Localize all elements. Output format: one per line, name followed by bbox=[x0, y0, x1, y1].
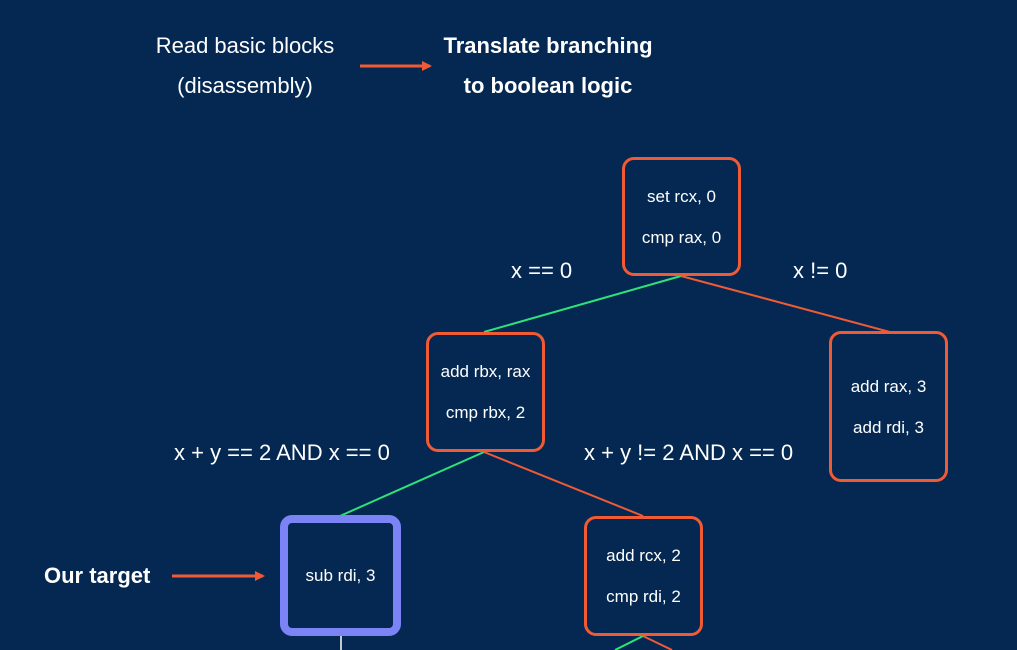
edge-root-to-right bbox=[680, 275, 891, 333]
block-lower-right: add rcx, 2 cmp rdi, 2 bbox=[584, 516, 703, 636]
block-lower-right-line-1: add rcx, 2 bbox=[606, 546, 681, 565]
header-step-1: Read basic blocks (disassembly) bbox=[120, 26, 370, 106]
target-label: Our target bbox=[44, 563, 151, 588]
header-step-1-line-1: Read basic blocks bbox=[155, 33, 335, 58]
block-left-line-1: add rbx, rax bbox=[440, 362, 531, 381]
condition-left-left: x + y == 2 AND x == 0 bbox=[174, 440, 390, 465]
block-root-line-2: cmp rax, 0 bbox=[641, 227, 722, 247]
block-right-line-1: add rax, 3 bbox=[850, 376, 927, 396]
edge-root-to-left bbox=[483, 275, 682, 333]
block-lower-right-line-2: cmp rdi, 2 bbox=[606, 587, 681, 606]
block-target-line-1: sub rdi, 3 bbox=[305, 566, 376, 585]
block-target: sub rdi, 3 bbox=[280, 515, 401, 636]
block-right: add rax, 3 add rdi, 3 bbox=[829, 331, 948, 482]
edge-left-to-lower-right bbox=[483, 451, 644, 517]
edge-left-to-target bbox=[339, 451, 485, 517]
header-step-2-line-1: Translate branching bbox=[443, 33, 653, 58]
condition-root-left: x == 0 bbox=[511, 258, 573, 283]
edge-lower-right-false bbox=[642, 635, 673, 650]
header-step-2-line-2: to boolean logic bbox=[463, 73, 633, 98]
block-right-line-2: add rdi, 3 bbox=[853, 417, 924, 437]
condition-left-right: x + y != 2 AND x == 0 bbox=[584, 440, 794, 465]
block-left: add rbx, rax cmp rbx, 2 bbox=[426, 332, 545, 452]
condition-root-right: x != 0 bbox=[793, 258, 848, 283]
block-left-line-2: cmp rbx, 2 bbox=[445, 403, 526, 422]
block-root: set rcx, 0 cmp rax, 0 bbox=[622, 157, 741, 276]
edge-lower-right-true bbox=[614, 635, 644, 650]
header-step-2: Translate branching to boolean logic bbox=[418, 26, 678, 106]
header-step-1-line-2: (disassembly) bbox=[177, 73, 313, 98]
block-root-line-1: set rcx, 0 bbox=[647, 186, 716, 206]
